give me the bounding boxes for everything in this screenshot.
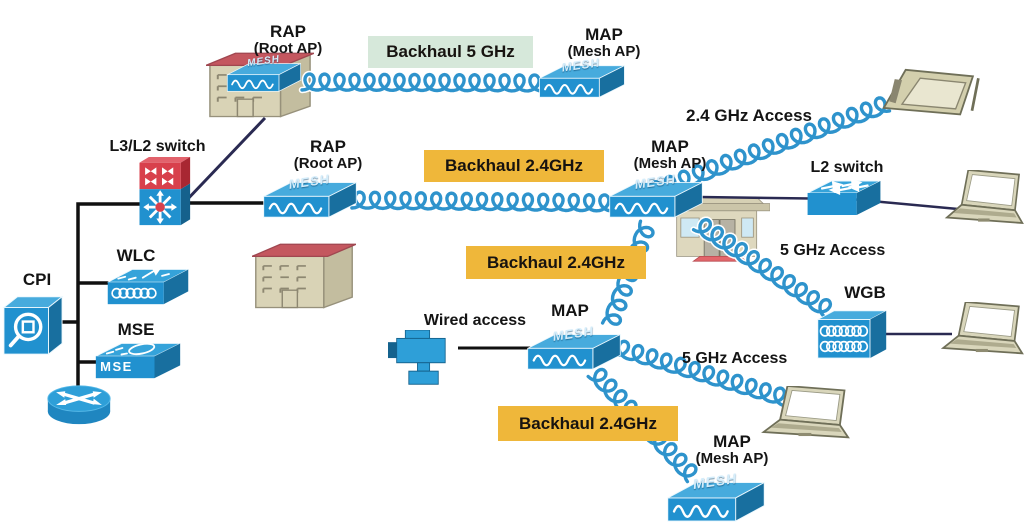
access-5ghz-label-a: 5 GHz Access — [780, 242, 886, 259]
l3l2-switch-text: L3/L2 switch — [109, 138, 206, 155]
map2-title: MAP — [651, 137, 689, 156]
wgb-device — [816, 306, 888, 360]
tablet-device — [882, 68, 982, 120]
map1-mesh-ap-device: MESH — [538, 55, 626, 98]
cpi-text: CPI — [22, 270, 52, 289]
laptop-wgb — [938, 302, 1024, 364]
wlc-text: WLC — [116, 246, 156, 265]
map2-subtitle: (Mesh AP) — [633, 155, 707, 173]
rap1-mesh-ap-device: MESH — [226, 54, 302, 92]
map3-text: MAP — [551, 301, 589, 320]
wired-access-label: Wired access — [419, 312, 531, 330]
laptop-top-right — [942, 170, 1024, 234]
l3l2-switch-device — [132, 157, 192, 227]
rap2-label: RAP (Root AP) — [276, 137, 380, 173]
backhaul-24ghz-label-b: Backhaul 2.4GHz — [466, 246, 646, 279]
map3-label: MAP — [542, 301, 598, 320]
camera-device — [388, 330, 466, 388]
coil-backhaul-24ghz-a — [348, 188, 614, 215]
line-lan-bus — [76, 202, 140, 390]
mse-front-text: MSE — [100, 359, 133, 375]
access-24ghz-label: 2.4 GHz Access — [686, 106, 812, 125]
rap1-title: RAP — [270, 22, 306, 41]
access-5ghz-label-b: 5 GHz Access — [682, 350, 788, 367]
map1-title: MAP — [585, 25, 623, 44]
l3l2-switch-label: L3/L2 switch — [105, 138, 210, 156]
l2-switch-label: L2 switch — [802, 159, 892, 177]
map3-mesh-ap-device: MESH — [526, 323, 622, 370]
rap1-label: RAP (Root AP) — [238, 22, 338, 58]
mse-text: MSE — [117, 320, 155, 339]
backhaul-24ghz-label-c: Backhaul 2.4GHz — [498, 406, 678, 441]
l2-switch-text: L2 switch — [810, 159, 884, 176]
line-building-to-l3switch — [181, 116, 267, 206]
map4-mesh-ap-device: MESH — [666, 470, 766, 522]
mse-label: MSE — [98, 320, 174, 339]
rap1-subtitle: (Root AP) — [253, 40, 323, 58]
mse-device: MSE — [94, 338, 182, 380]
wired-access-text: Wired access — [423, 312, 527, 329]
rap2-title: RAP — [310, 137, 346, 156]
l2-switch-device — [806, 178, 882, 218]
wgb-label: WGB — [832, 283, 898, 302]
map4-label: MAP (Mesh AP) — [682, 432, 782, 468]
cpi-device — [2, 290, 64, 358]
map2-label: MAP (Mesh AP) — [618, 137, 722, 173]
map4-subtitle: (Mesh AP) — [695, 450, 769, 468]
wlc-device — [106, 264, 190, 306]
rap2-mesh-ap-device: MESH — [262, 171, 358, 218]
backhaul-24ghz-label-a: Backhaul 2.4GHz — [424, 150, 604, 182]
router-device — [46, 384, 112, 426]
backhaul-5ghz-label: Backhaul 5 GHz — [368, 36, 533, 68]
coil-access-5ghz-b — [610, 338, 788, 409]
map1-subtitle: (Mesh AP) — [567, 43, 641, 61]
map2-mesh-ap-device: MESH — [608, 171, 704, 218]
map4-title: MAP — [713, 432, 751, 451]
map1-label: MAP (Mesh AP) — [552, 25, 656, 61]
coil-backhaul-5ghz — [298, 70, 546, 95]
cpi-label: CPI — [6, 270, 68, 289]
wlc-label: WLC — [100, 246, 172, 265]
rap2-subtitle: (Root AP) — [293, 155, 363, 173]
coil-access-5ghz-a — [690, 216, 834, 320]
wgb-text: WGB — [844, 283, 886, 302]
